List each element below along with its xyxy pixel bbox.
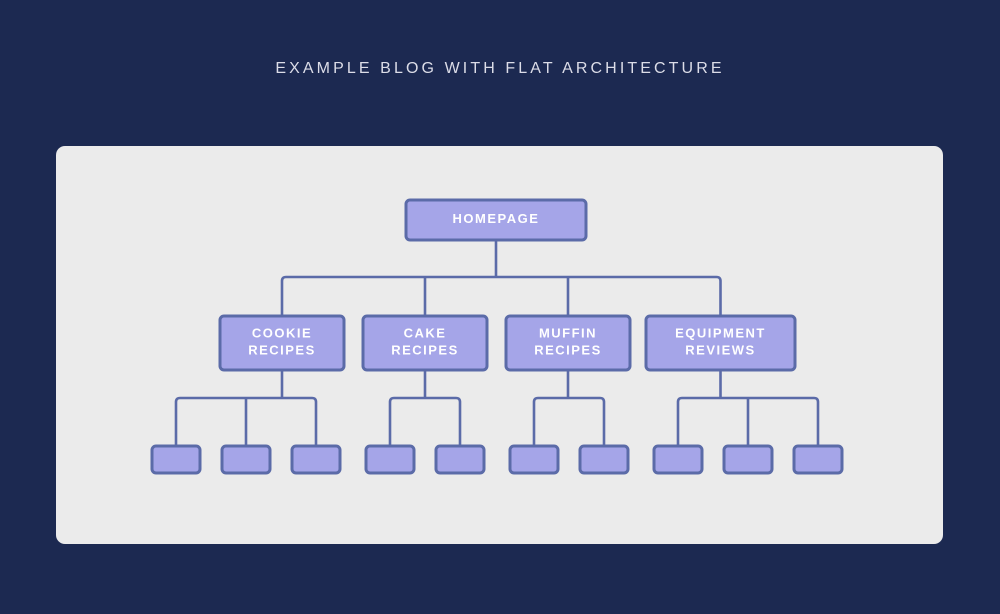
node-homepage[interactable]: HOMEPAGE [404,198,588,242]
connector-lines [174,240,820,446]
node-muffin-post-2[interactable] [578,444,630,475]
node-cookie-post-2-box[interactable] [220,444,272,475]
cake-recipes-connector-drop-1 [455,396,462,446]
node-equip-post-2[interactable] [722,444,774,475]
node-equip-post-3[interactable] [792,444,844,475]
node-equip-post-1[interactable] [652,444,704,475]
node-cake-recipes-box[interactable] [361,314,489,372]
node-cake-post-1-box[interactable] [364,444,416,475]
cookie-recipes-connector-drop-0 [174,396,181,446]
node-equip-post-3-box[interactable] [792,444,844,475]
node-equip-post-2-box[interactable] [722,444,774,475]
node-homepage-label: HOMEPAGE [453,211,540,226]
node-equip-post-1-box[interactable] [652,444,704,475]
node-muffin-recipes-box[interactable] [504,314,632,372]
node-cookie-recipes-box[interactable] [218,314,346,372]
equipment-reviews-connector-drop-2 [813,396,820,446]
node-muffin-post-1-box[interactable] [508,444,560,475]
node-cookie-post-1-box[interactable] [150,444,202,475]
node-muffin-post-2-box[interactable] [578,444,630,475]
node-cake-post-1[interactable] [364,444,416,475]
cake-recipes-connector-drop-0 [388,396,395,446]
root-connector-drop-3 [716,275,722,316]
page-title: EXAMPLE BLOG WITH FLAT ARCHITECTURE [275,60,725,77]
node-homepage-box[interactable] [404,198,588,242]
root-connector-drop-0 [280,275,287,316]
node-equipment-reviews-box[interactable] [644,314,797,372]
equipment-reviews-connector-drop-0 [676,396,683,446]
node-muffin-post-1[interactable] [508,444,560,475]
node-cookie-post-3[interactable] [290,444,342,475]
muffin-recipes-connector-drop-0 [532,396,539,446]
node-cake-post-2[interactable] [434,444,486,475]
node-cake-post-2-box[interactable] [434,444,486,475]
cookie-recipes-connector-drop-2 [311,396,318,446]
node-cookie-post-1[interactable] [150,444,202,475]
node-cookie-post-3-box[interactable] [290,444,342,475]
muffin-recipes-connector-drop-1 [599,396,606,446]
node-cookie-post-2[interactable] [220,444,272,475]
